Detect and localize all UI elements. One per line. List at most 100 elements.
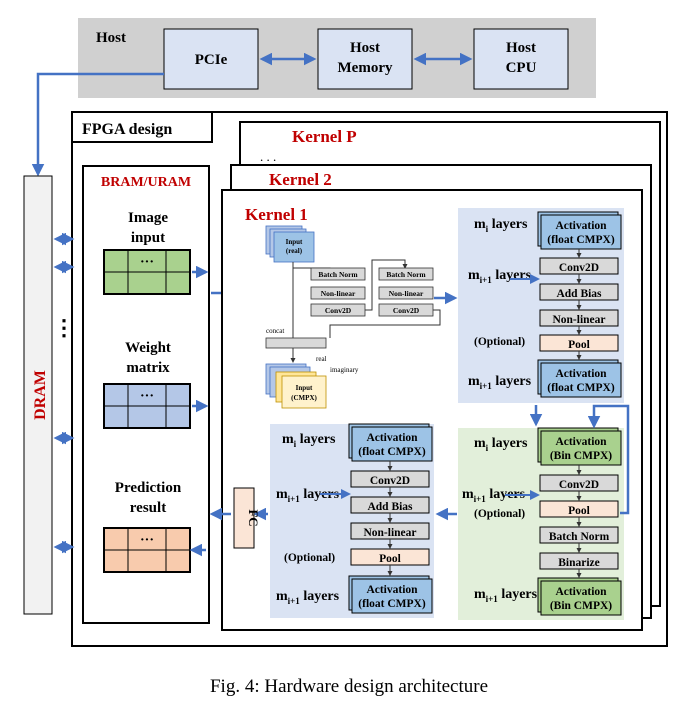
cnn-nl-1: Non-linear (321, 289, 356, 298)
fpga-label-box (71, 111, 213, 143)
svg-text:(Optional): (Optional) (474, 508, 525, 520)
svg-text:(Bin CMPX): (Bin CMPX) (550, 450, 612, 462)
input-cmpx-box (281, 375, 327, 409)
bram-title: BRAM/URAM (101, 175, 191, 190)
cnn-real-label: real (316, 355, 327, 363)
float-layers-panel-top: mi layers Activation (float CMPX) mi+1 l… (458, 208, 624, 403)
svg-text:mi layers: mi layers (282, 432, 336, 449)
svg-text:mi+1 layers: mi+1 layers (468, 268, 532, 285)
svg-text:Activation: Activation (555, 220, 607, 232)
weight-matrix-label-line1: Weight (125, 340, 171, 356)
svg-text:mi+1 layers: mi+1 layers (474, 587, 538, 604)
bin-loop-arrow (587, 404, 630, 515)
activation-float-top-out (540, 362, 622, 398)
pcie-block: PCIe (163, 28, 259, 90)
figure-caption: Fig. 4: Hardware design architecture (210, 676, 488, 697)
svg-text:mi+1 layers: mi+1 layers (276, 487, 340, 504)
svg-text:Activation: Activation (366, 584, 418, 596)
svg-text:Activation: Activation (366, 432, 418, 444)
host-cpu-block: Host CPU (473, 28, 569, 90)
prediction-grid: ··· (103, 527, 191, 573)
image-input-dots: ··· (140, 255, 154, 270)
dram-label: DRAM (32, 370, 49, 420)
input-real-box (273, 231, 315, 263)
input-cmpx-label-1: Input (296, 384, 313, 392)
svg-text:Pool: Pool (379, 553, 401, 565)
svg-text:Pool: Pool (568, 339, 590, 351)
cnn-bn-1: Batch Norm (318, 270, 358, 279)
cnn-conv-2: Conv2D (393, 306, 420, 315)
image-input-grid: ··· (103, 249, 191, 295)
svg-text:Conv2D: Conv2D (559, 262, 599, 274)
host-label: Host (96, 30, 126, 46)
prediction-label-line1: Prediction (115, 480, 182, 496)
svg-text:(Optional): (Optional) (474, 336, 525, 348)
dram-vertical-dots: ⋮ (53, 315, 75, 340)
activation-float-top (540, 214, 622, 250)
svg-text:(Bin CMPX): (Bin CMPX) (550, 600, 612, 612)
svg-text:(float CMPX): (float CMPX) (547, 234, 615, 246)
svg-text:mi layers: mi layers (474, 217, 528, 234)
float-layers-panel-bottom: mi layers Activation (float CMPX) mi+1 l… (270, 423, 434, 618)
fc-block: FC (233, 487, 261, 549)
activation-float-bottom-out (351, 578, 433, 614)
kernel-2-label: Kernel 2 (269, 170, 332, 189)
activation-float-bottom (351, 426, 433, 462)
svg-text:Add Bias: Add Bias (367, 501, 413, 513)
cnn-concat-box (265, 337, 327, 349)
svg-text:Pool: Pool (568, 505, 590, 517)
svg-text:Activation: Activation (555, 436, 607, 448)
cnn-nl-2: Non-linear (389, 289, 424, 298)
svg-text:(Optional): (Optional) (284, 552, 335, 564)
image-input-label-line2: input (131, 230, 165, 246)
fpga-label: FPGA design (82, 121, 172, 138)
binary-layers-panel: mi layers Activation (Bin CMPX) mi+1 lay… (458, 427, 624, 620)
host-memory-label-line2: Memory (338, 60, 393, 76)
weight-matrix-grid: ··· (103, 383, 191, 429)
svg-text:Binarize: Binarize (558, 557, 600, 569)
svg-text:Conv2D: Conv2D (559, 479, 599, 491)
kernel-ellipsis: . . . (260, 149, 276, 164)
cnn-bn-2: Batch Norm (386, 270, 426, 279)
svg-text:Batch Norm: Batch Norm (549, 531, 610, 543)
image-input-label-line1: Image (128, 210, 168, 226)
weight-matrix-label-line2: matrix (126, 360, 170, 376)
host-cpu-label-line2: CPU (506, 60, 537, 76)
cnn-imaginary-label: imaginary (330, 366, 359, 374)
input-real-label-2: (real) (286, 247, 303, 255)
fc-label: FC (246, 509, 261, 526)
kernel-1-label: Kernel 1 (245, 205, 308, 224)
input-conversion-network: Input (real) Batch Norm Non-linear Conv2… (265, 225, 441, 409)
host-memory-label-line1: Host (350, 40, 380, 56)
svg-text:(float CMPX): (float CMPX) (358, 598, 426, 610)
weight-matrix-dots: ··· (140, 389, 154, 404)
prediction-dots: ··· (140, 533, 154, 548)
activation-bin-top (540, 430, 622, 466)
input-cmpx-label-2: (CMPX) (291, 394, 317, 402)
dram-block: DRAM (23, 175, 53, 615)
host-section: Host PCIe Host Memory Host CPU (31, 18, 596, 177)
pcie-dram-arrow (31, 72, 164, 177)
activation-bin-out (540, 580, 622, 616)
cnn-concat-label: concat (266, 327, 284, 335)
svg-text:Activation: Activation (555, 368, 607, 380)
svg-text:Non-linear: Non-linear (552, 314, 605, 326)
cnn-conv-1: Conv2D (325, 306, 352, 315)
host-cpu-label-line1: Host (506, 40, 536, 56)
svg-text:mi layers: mi layers (474, 436, 528, 453)
pcie-label: PCIe (195, 52, 228, 68)
input-real-label-1: Input (286, 238, 303, 246)
svg-text:Activation: Activation (555, 586, 607, 598)
svg-text:Conv2D: Conv2D (370, 475, 410, 487)
svg-text:Add Bias: Add Bias (556, 288, 602, 300)
svg-text:Non-linear: Non-linear (363, 527, 416, 539)
kernel-p-label: Kernel P (292, 127, 357, 146)
svg-text:(float CMPX): (float CMPX) (547, 382, 615, 394)
svg-text:mi+1 layers: mi+1 layers (276, 589, 340, 606)
bram-block: BRAM/URAM Image input ··· Weight matrix … (82, 165, 210, 624)
svg-text:mi+1 layers: mi+1 layers (468, 374, 532, 391)
svg-text:(float CMPX): (float CMPX) (358, 446, 426, 458)
host-memory-block: Host Memory (317, 28, 413, 90)
prediction-label-line2: result (130, 500, 166, 516)
